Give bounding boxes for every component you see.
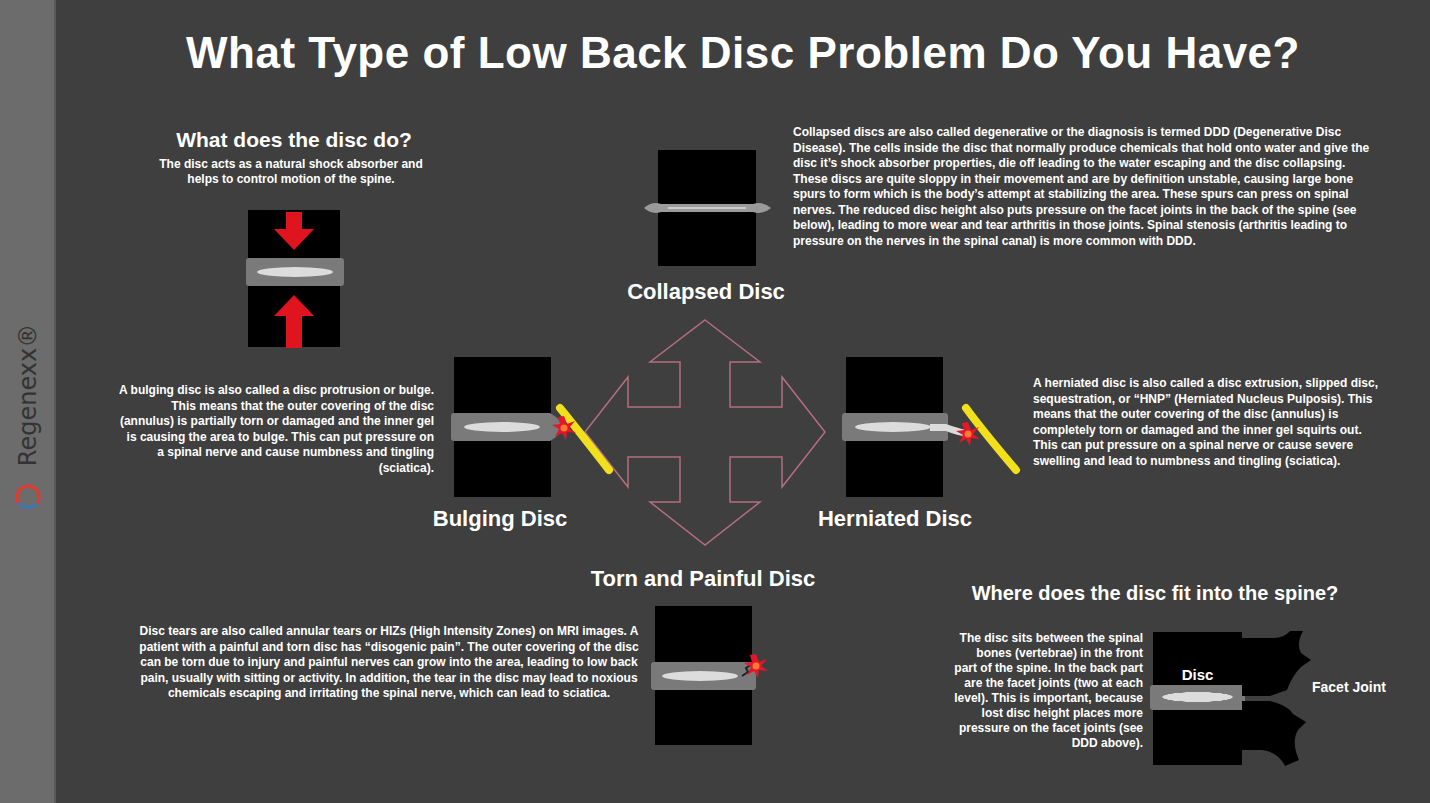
box-label: Disc	[1153, 666, 1242, 683]
brand-watermark: Regenexx®	[14, 324, 42, 466]
side-strip	[0, 0, 54, 803]
strip-edge	[54, 0, 56, 803]
section-heading: Collapsed Disc	[600, 279, 812, 305]
section-heading: Where does the disc fit into the spine?	[918, 581, 1392, 605]
shock-disc	[246, 210, 344, 348]
four-way-arrow	[585, 320, 825, 545]
bulging-disc	[451, 357, 609, 497]
body-note: A herniated disc is also called a disc e…	[1033, 376, 1383, 469]
page-title: What Type of Low Back Disc Problem Do Yo…	[56, 28, 1430, 78]
body-note: The disc acts as a natural shock absorbe…	[143, 157, 439, 187]
section-heading: Herniated Disc	[790, 506, 1000, 532]
section-heading: Torn and Painful Disc	[548, 566, 858, 592]
spine-segment	[1150, 631, 1311, 766]
vertebra-box: Disc	[1153, 632, 1242, 765]
section-heading: Bulging Disc	[400, 506, 600, 532]
logo-mark	[17, 486, 39, 508]
body-note: The disc sits between the spinal bones (…	[953, 631, 1143, 751]
part-label: Facet Joint	[1312, 679, 1412, 696]
section-heading: What does the disc do?	[143, 127, 445, 153]
body-note: Disc tears are also called annular tears…	[138, 624, 640, 702]
body-note: Collapsed discs are also called degenera…	[793, 125, 1373, 249]
torn-disc	[651, 606, 768, 745]
body-note: A bulging disc is also called a disc pro…	[118, 383, 434, 476]
herniated-disc	[842, 357, 1016, 497]
collapsed-disc	[644, 150, 771, 266]
